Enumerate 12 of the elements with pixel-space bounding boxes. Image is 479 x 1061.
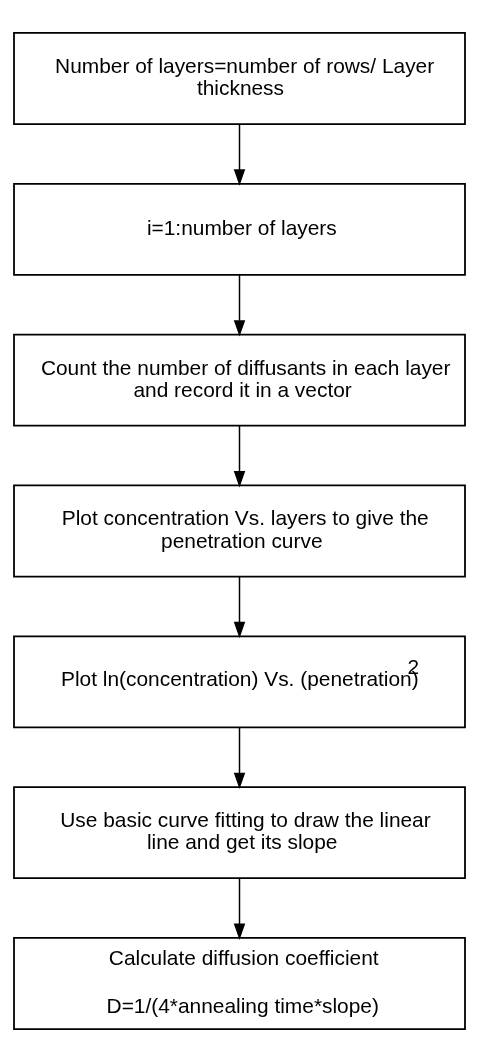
node-box: Calculate diffusion coefficient D=1/(4*annealing time*slope) <box>13 936 466 1030</box>
arrow <box>233 575 246 638</box>
node-box: Number of layers=number of rows/ Layer thickness <box>13 31 466 125</box>
arrow <box>233 123 246 186</box>
node-box: Plot concentration Vs. layers to give the penetration curve <box>13 484 466 577</box>
node-box: i=1:number of layers <box>13 182 466 276</box>
node-box: Use basic curve fitting to draw the linear line and get its slope <box>13 785 466 879</box>
arrow <box>233 273 246 337</box>
arrow <box>233 877 246 940</box>
arrow <box>233 726 246 789</box>
arrow <box>233 424 246 487</box>
node-box: Count the number of diffusants in each layer and record it in a vector <box>13 333 466 427</box>
